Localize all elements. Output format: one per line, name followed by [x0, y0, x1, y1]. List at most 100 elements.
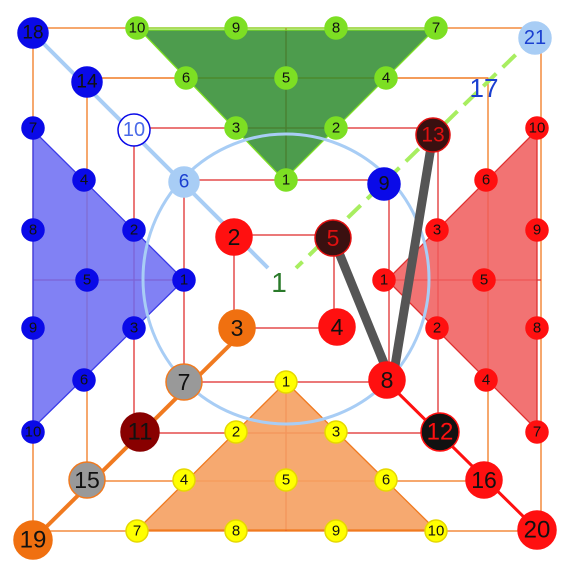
node-blue-6: 6 — [72, 368, 96, 392]
node-label: 1 — [282, 172, 290, 189]
node-label: 4 — [80, 172, 88, 189]
gray-bar-5 — [328, 236, 395, 380]
node-circle — [224, 16, 248, 40]
node-label: 6 — [382, 472, 390, 489]
node-label: 10 — [25, 424, 42, 441]
node-circle — [324, 16, 348, 40]
node-green-6: 6 — [174, 66, 198, 90]
node-label: 10 — [529, 120, 546, 137]
node-label: 9 — [29, 320, 37, 337]
node-red-5: 5 — [472, 268, 496, 292]
node-red-9: 9 — [525, 218, 549, 242]
node-circle — [318, 308, 356, 346]
node-yellow-6: 6 — [374, 468, 398, 492]
node-red-6: 6 — [474, 168, 498, 192]
node-circle — [374, 66, 398, 90]
node-circle — [122, 218, 146, 242]
node-label: 2 — [130, 222, 138, 239]
node-blue-4: 4 — [72, 168, 96, 192]
node-circle — [472, 268, 496, 292]
node-circle — [21, 218, 45, 242]
center-ellipse — [141, 132, 431, 426]
node-label: 18 — [22, 23, 43, 44]
node-blue-7: 7 — [21, 116, 45, 140]
node-label: 3 — [231, 315, 244, 341]
node-label: 7 — [432, 20, 440, 37]
node-circle — [525, 116, 549, 140]
node-lightblue-17: 17 — [470, 73, 499, 103]
node-circle — [314, 219, 352, 257]
gray-bar-13 — [388, 134, 438, 379]
node-circle — [274, 468, 298, 492]
node-circle — [172, 468, 196, 492]
node-red-1: 1 — [372, 268, 396, 292]
node-circle — [424, 16, 448, 40]
node-circle — [324, 116, 348, 140]
node-label: 7 — [533, 424, 541, 441]
node-label: 14 — [76, 72, 98, 93]
node-label: 2 — [433, 320, 441, 337]
node-circle — [425, 218, 449, 242]
node-yellow-4: 4 — [172, 468, 196, 492]
node-label: 6 — [80, 372, 88, 389]
node-yellow-1: 1 — [274, 370, 298, 394]
node-green-10: 10 — [125, 16, 149, 40]
node-red-16: 16 — [465, 461, 503, 499]
node-red-8: 8 — [525, 316, 549, 340]
node-green-7: 7 — [424, 16, 448, 40]
node-label: 13 — [421, 124, 444, 147]
node-yellow-2: 2 — [224, 420, 248, 444]
node-label: 9 — [232, 20, 240, 37]
node-circle — [72, 368, 96, 392]
node-circle — [324, 420, 348, 444]
node-circle — [324, 519, 348, 543]
node-lightblue-21: 21 — [518, 21, 552, 55]
node-green-4: 4 — [374, 66, 398, 90]
node-maroon-11: 11 — [120, 412, 160, 452]
node-circle — [165, 363, 203, 401]
node-green-5: 5 — [274, 66, 298, 90]
node-circle — [424, 519, 448, 543]
node-label: 7 — [29, 120, 37, 137]
node-circle — [425, 316, 449, 340]
node-circle — [17, 17, 49, 49]
node-label: 9 — [332, 523, 340, 540]
node-label: 7 — [133, 523, 141, 540]
node-label: 1 — [180, 272, 188, 289]
node-blue-2: 2 — [122, 218, 146, 242]
node-red-4: 4 — [318, 308, 356, 346]
node-circle — [474, 168, 498, 192]
node-label: 4 — [382, 70, 390, 87]
node-red-20: 20 — [517, 510, 557, 550]
node-yellow-7: 7 — [125, 519, 149, 543]
node-green-9: 9 — [224, 16, 248, 40]
node-circle — [274, 66, 298, 90]
inner-square — [233, 234, 335, 329]
node-label: 6 — [482, 172, 490, 189]
node-label: 1 — [282, 374, 290, 391]
node-red-2: 2 — [425, 316, 449, 340]
node-blue-18: 18 — [17, 17, 49, 49]
node-label: 15 — [74, 467, 100, 493]
red-triangle — [386, 128, 538, 432]
node-label: 5 — [480, 272, 488, 289]
node-circle — [13, 520, 53, 560]
node-green-3: 3 — [224, 116, 248, 140]
node-red-10: 10 — [525, 116, 549, 140]
node-blue-5: 5 — [75, 268, 99, 292]
node-yellow-10: 10 — [424, 519, 448, 543]
node-gray-7: 7 — [165, 363, 203, 401]
node-circle — [525, 420, 549, 444]
node-label: 12 — [427, 419, 454, 446]
node-label: 8 — [381, 367, 394, 393]
node-blue-1: 1 — [172, 268, 196, 292]
node-label: 17 — [470, 73, 499, 103]
node-label: 19 — [20, 527, 47, 554]
node-green-2: 2 — [324, 116, 348, 140]
node-circle — [274, 370, 298, 394]
node-circle — [368, 361, 406, 399]
node-label: 10 — [129, 20, 146, 37]
node-circle — [224, 420, 248, 444]
node-circle — [218, 309, 256, 347]
